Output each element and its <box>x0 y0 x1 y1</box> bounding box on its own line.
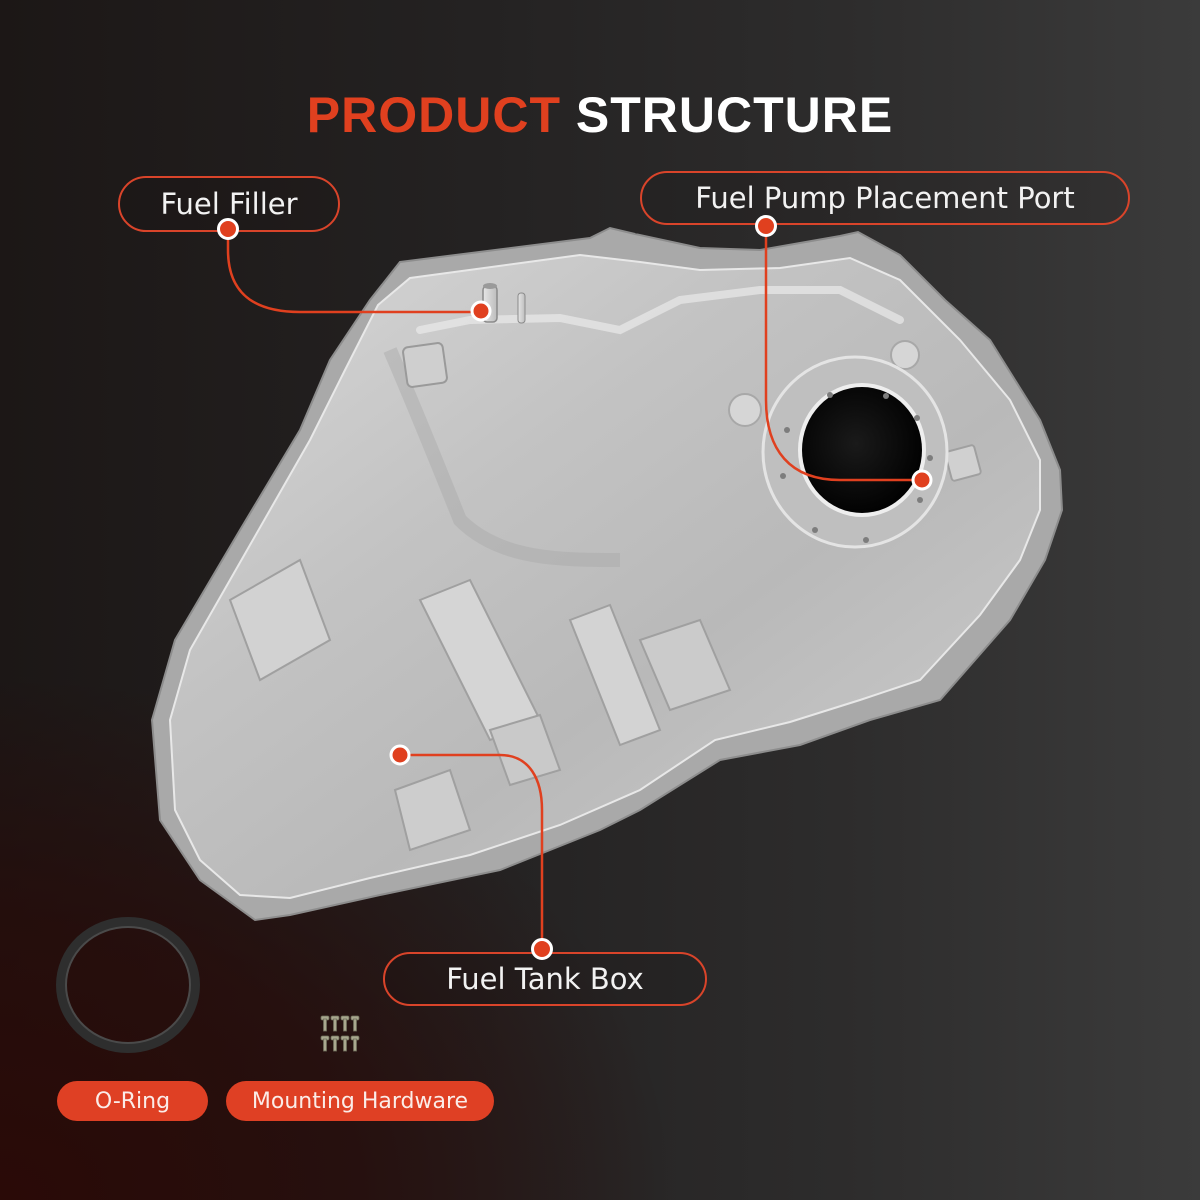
accessory-mounting-hardware-label: Mounting Hardware <box>226 1081 494 1121</box>
title-accent: PRODUCT <box>306 87 561 143</box>
page-title: PRODUCT STRUCTURE <box>0 86 1200 144</box>
accessory-o-ring-label: O-Ring <box>57 1081 208 1121</box>
callout-fuel-pump-port-label: Fuel Pump Placement Port <box>695 181 1075 215</box>
callout-fuel-filler: Fuel Filler <box>118 176 340 232</box>
fuel-pump-port-ring <box>761 355 949 549</box>
callout-fuel-tank-box: Fuel Tank Box <box>383 952 707 1006</box>
mounting-hardware-text: Mounting Hardware <box>251 1088 469 1114</box>
callout-fuel-filler-dot <box>217 218 239 240</box>
mounting-hardware-image <box>320 1015 360 1052</box>
title-plain: STRUCTURE <box>575 87 894 143</box>
o-ring-text: O-Ring <box>94 1088 171 1114</box>
callout-fuel-pump-port: Fuel Pump Placement Port <box>640 171 1130 225</box>
callout-fuel-filler-label: Fuel Filler <box>160 187 298 221</box>
callout-fuel-tank-box-label: Fuel Tank Box <box>446 962 644 996</box>
o-ring-image <box>56 917 200 1053</box>
callout-fuel-pump-port-dot <box>755 215 777 237</box>
callout-fuel-tank-box-dot <box>531 938 553 960</box>
